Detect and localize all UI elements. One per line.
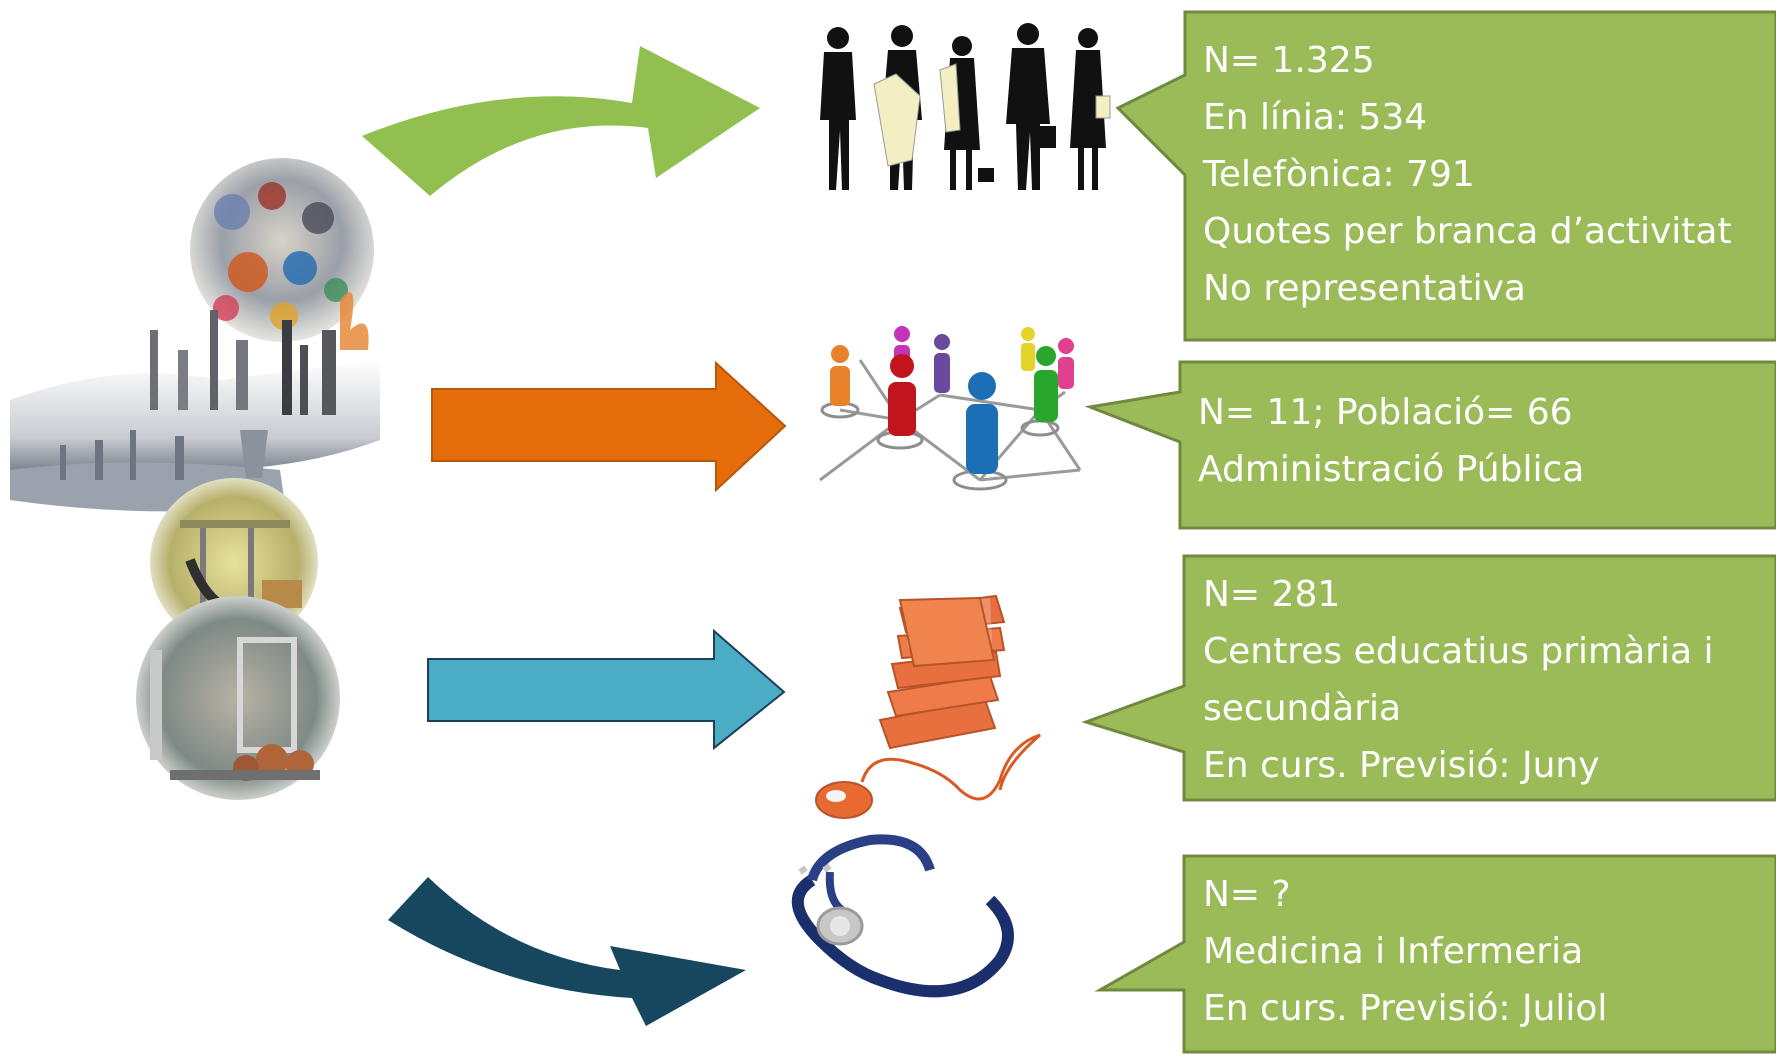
callout-schools-line: N= 281 [1203, 574, 1341, 615]
callout-schools-text: N= 281 Centres educatius primària i secu… [1203, 566, 1713, 794]
callout-workers-line: N= 1.325 [1203, 40, 1375, 81]
businesspeople-icon [820, 23, 1111, 190]
callout-schools-line: Centres educatius primària i [1203, 631, 1714, 672]
callout-workers-text: N= 1.325 En línia: 534 Telefònica: 791 Q… [1203, 32, 1732, 317]
callout-public-admin-line: Administració Pública [1198, 449, 1585, 490]
callout-public-admin-text: N= 11; Població= 66 Administració Públic… [1198, 384, 1584, 498]
people-network-icon [819, 326, 1082, 491]
callout-health-line: Medicina i Infermeria [1203, 931, 1584, 972]
callout-health-text: N= ? Medicina i Infermeria En curs. Prev… [1203, 866, 1607, 1037]
books-stack [878, 594, 1006, 750]
arrow-curved-up [362, 46, 760, 196]
mouse-cable [860, 733, 1041, 801]
callout-schools-line: En curs. Previsió: Juny [1203, 745, 1600, 786]
callout-health-line: N= ? [1203, 874, 1291, 915]
person-blue [966, 372, 998, 474]
person-green [1034, 346, 1058, 422]
callout-workers-line: Quotes per branca d’activitat [1203, 211, 1732, 252]
callout-workers-line: Telefònica: 791 [1203, 154, 1475, 195]
arrow-right-blue [427, 628, 786, 751]
callout-schools-line: secundària [1203, 688, 1402, 729]
callout-public-admin-line: N= 11; Població= 66 [1198, 392, 1573, 433]
callout-workers [1115, 10, 1776, 342]
industrial-plant-image [136, 596, 340, 800]
arrow-right-orange [431, 360, 787, 493]
books-mouse-icon [815, 594, 1041, 819]
callout-schools [1081, 554, 1776, 802]
callout-public-admin [1084, 360, 1776, 530]
callout-health [1094, 854, 1776, 1054]
lab-flasks-image [190, 158, 374, 342]
callout-workers-line: En línia: 534 [1203, 97, 1428, 138]
stethoscope-icon [791, 834, 1014, 998]
arrow-curved-down [388, 877, 746, 1026]
callout-workers-line: No representativa [1203, 268, 1526, 309]
industry-collage [10, 158, 380, 800]
callout-health-line: En curs. Previsió: Juliol [1203, 988, 1608, 1029]
person-red [888, 354, 916, 436]
person-pink [1058, 338, 1074, 389]
person-yellow [1021, 327, 1035, 371]
person-purple [934, 334, 950, 393]
person-orange [830, 345, 850, 406]
computer-mouse [815, 781, 873, 819]
